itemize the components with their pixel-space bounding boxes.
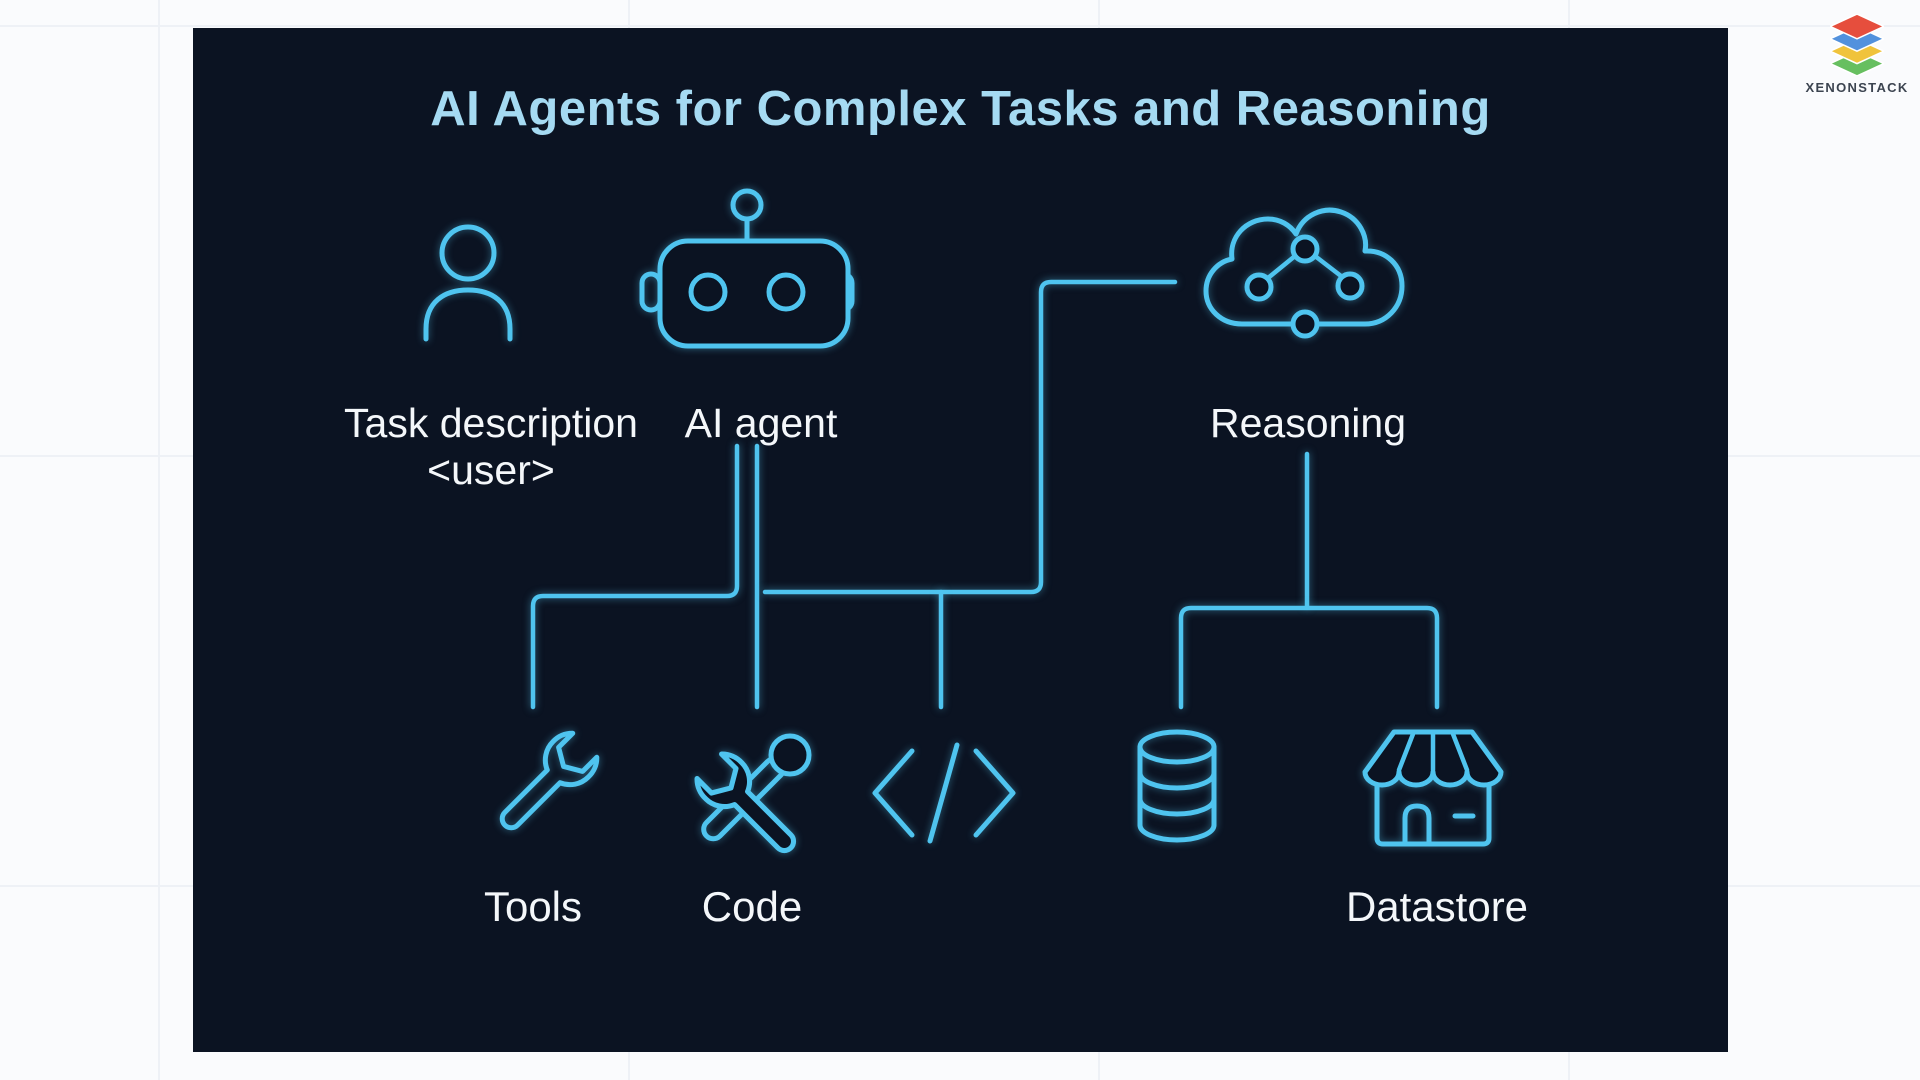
cloud-network-icon: [1196, 198, 1412, 339]
robot-icon: [639, 188, 855, 349]
connector-reasoning-to-datastores: [1178, 605, 1440, 710]
label-task-description: Task description <user>: [344, 400, 638, 494]
label-task-description-line1: Task description: [344, 400, 638, 446]
connector-bus-to-reasoning: [762, 279, 1178, 595]
connector-agent-to-tools: [530, 443, 740, 710]
person-icon: [416, 224, 520, 343]
storefront-icon: [1355, 726, 1511, 852]
diagram-title: AI Agents for Complex Tasks and Reasonin…: [430, 82, 1491, 136]
label-datastore: Datastore: [1345, 883, 1529, 930]
diagram-panel: AI Agents for Complex Tasks and Reasonin…: [193, 28, 1728, 1052]
label-reasoning: Reasoning: [1209, 400, 1407, 446]
label-ai-agent: AI agent: [684, 400, 838, 446]
crossed-tools-icon: [677, 728, 817, 857]
xenonstack-logo: XENONSTACK: [1798, 14, 1916, 95]
label-tools: Tools: [483, 883, 583, 930]
connector-lines: [530, 279, 1440, 710]
label-code: Code: [701, 883, 803, 930]
label-task-description-line2: <user>: [427, 447, 555, 493]
wrench-icon: [485, 722, 611, 854]
code-brackets-icon: [869, 742, 1019, 844]
xenonstack-logo-icon: [1830, 14, 1884, 76]
database-icon: [1132, 728, 1222, 844]
xenonstack-logo-text: XENONSTACK: [1805, 80, 1909, 95]
